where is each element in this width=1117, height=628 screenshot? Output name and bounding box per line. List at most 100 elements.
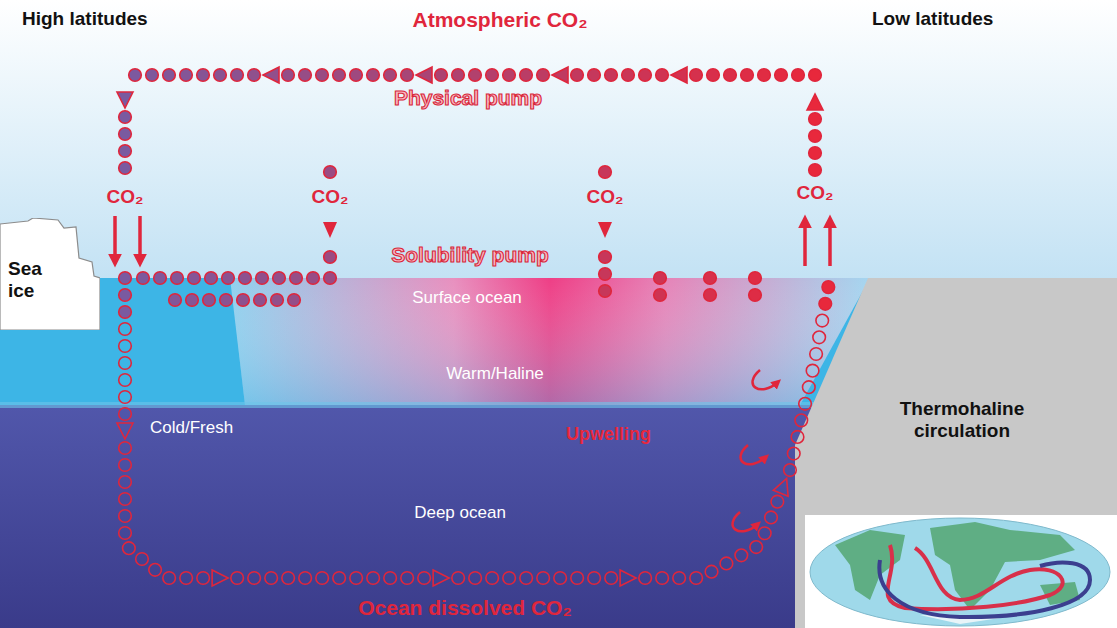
carbon-dot [819, 298, 832, 311]
carbon-dot [809, 130, 822, 143]
carbon-dot [265, 572, 278, 585]
carbon-dot [605, 69, 618, 82]
dot-path [324, 166, 337, 179]
carbon-dot [163, 572, 176, 585]
carbon-dot [741, 69, 754, 82]
carbon-dot [256, 272, 269, 285]
carbon-dot [418, 572, 431, 585]
carbon-dot [123, 542, 136, 555]
carbon-dot [707, 69, 720, 82]
carbon-dot [119, 391, 132, 404]
carbon-dot [720, 557, 733, 570]
map-frame [805, 515, 1117, 628]
carbon-dot [690, 69, 703, 82]
carbon-dot [503, 69, 516, 82]
carbon-dot [486, 69, 499, 82]
continental-shelf [795, 278, 1117, 628]
carbon-dot [571, 572, 584, 585]
carbon-dot [401, 69, 414, 82]
carbon-dot [248, 572, 261, 585]
carbon-dot [588, 69, 601, 82]
carbon-dot [197, 69, 210, 82]
carbon-dot [248, 69, 261, 82]
map-cold-current [879, 560, 1090, 617]
layer-label: Surface ocean [412, 288, 522, 308]
carbon-dot [169, 294, 182, 307]
carbon-dot [214, 69, 227, 82]
carbon-dot [290, 272, 303, 285]
carbon-dot [119, 357, 132, 370]
carbon-dot [605, 572, 618, 585]
carbon-dot [599, 251, 612, 264]
carbon-dot [119, 145, 132, 158]
flow-triangle [773, 475, 794, 496]
dot-path [117, 92, 133, 174]
carbon-dot [324, 166, 337, 179]
carbon-dot [288, 294, 301, 307]
carbon-dot [588, 572, 601, 585]
carbon-dot [435, 69, 448, 82]
carbon-dot [656, 69, 669, 82]
carbon-dot [119, 493, 132, 506]
flow-triangle [620, 570, 636, 586]
dot-path [117, 272, 835, 586]
carbon-dot [822, 281, 835, 294]
flow-triangle [212, 570, 228, 586]
co2-label: CO₂ [107, 186, 144, 208]
carbon-dot [239, 272, 252, 285]
process-label: Upwelling [566, 424, 651, 445]
dot-path [807, 94, 823, 176]
flow-triangle [263, 67, 279, 83]
carbon-dot [384, 572, 397, 585]
carbon-dot [119, 527, 132, 540]
flow-triangle [433, 570, 449, 586]
carbon-dot [809, 164, 822, 177]
dot-path [169, 294, 301, 307]
carbon-dot [119, 111, 132, 124]
carbon-dot [537, 69, 550, 82]
carbon-dot [333, 69, 346, 82]
carbon-dot [452, 69, 465, 82]
carbon-dot [654, 289, 667, 302]
carbon-dot [784, 464, 797, 477]
carbon-dot [119, 289, 132, 302]
carbon-dot [735, 549, 748, 562]
map-inset [805, 515, 1117, 628]
co2-label: CO₂ [587, 186, 624, 208]
carbon-dot [690, 572, 703, 585]
carbon-dot [231, 572, 244, 585]
carbon-dot [792, 69, 805, 82]
carbon-dot [299, 69, 312, 82]
carbon-dot [810, 348, 823, 361]
pump-label: Solubility pump [391, 243, 549, 267]
carbon-dot [119, 459, 132, 472]
carbon-dot [809, 113, 822, 126]
carbon-dot [282, 572, 295, 585]
carbon-dot [119, 408, 132, 421]
carbon-dot [654, 272, 667, 285]
carbon-dot [146, 69, 159, 82]
carbon-dot [119, 476, 132, 489]
carbon-dot [803, 381, 816, 394]
carbon-dot [401, 572, 414, 585]
carbon-dot [316, 69, 329, 82]
carbon-dot [749, 272, 762, 285]
carbon-dot [787, 447, 800, 460]
dot-path [599, 166, 612, 179]
swirl-arrow [753, 370, 778, 389]
carbon-dot [136, 553, 149, 566]
carbon-dot [599, 166, 612, 179]
carbon-dot [271, 294, 284, 307]
carbon-dot [222, 272, 235, 285]
carbon-dot [639, 572, 652, 585]
carbon-dot [791, 431, 804, 444]
carbon-dot [554, 572, 567, 585]
carbon-dot [119, 306, 132, 319]
carbon-dot [119, 442, 132, 455]
carbon-dot [299, 572, 312, 585]
carbon-dot [724, 69, 737, 82]
carbon-dot [197, 572, 210, 585]
carbon-dot [367, 69, 380, 82]
carbon-dot [758, 69, 771, 82]
